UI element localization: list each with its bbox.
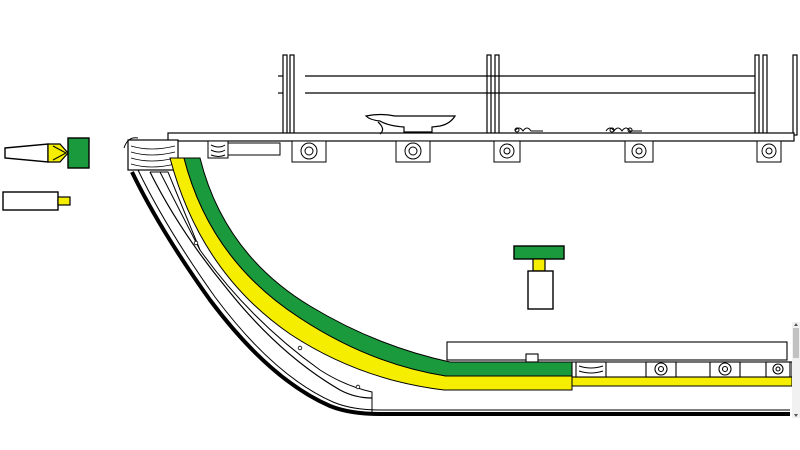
chisel-tool-icon[interactable] <box>4 137 90 169</box>
timber-block <box>493 140 521 163</box>
timber-block <box>765 361 791 378</box>
bench-clamps <box>514 127 642 133</box>
extension-tool-icon[interactable] <box>2 191 71 211</box>
hull-shell <box>123 137 790 416</box>
scrollbar-thumb <box>793 328 799 358</box>
clamp-tool-icon[interactable] <box>513 245 565 310</box>
timber-blocks-upper <box>207 140 782 163</box>
keel-shelf <box>446 341 793 378</box>
scroll-down-icon <box>794 414 798 417</box>
anvil-icon <box>364 113 457 135</box>
timber-block <box>756 140 782 163</box>
green-plank-band <box>183 157 573 377</box>
timber-block <box>645 361 677 378</box>
yellow-keel-strip <box>571 376 793 387</box>
timber-block <box>575 361 607 378</box>
timber-block <box>291 140 327 163</box>
timber-block <box>207 140 229 159</box>
timber-block <box>624 140 654 163</box>
vertical-scrollbar[interactable] <box>792 322 800 418</box>
scroll-up-icon <box>794 323 798 326</box>
timber-block <box>395 140 431 163</box>
workbench-frame <box>167 54 798 142</box>
timber-block <box>709 361 741 378</box>
